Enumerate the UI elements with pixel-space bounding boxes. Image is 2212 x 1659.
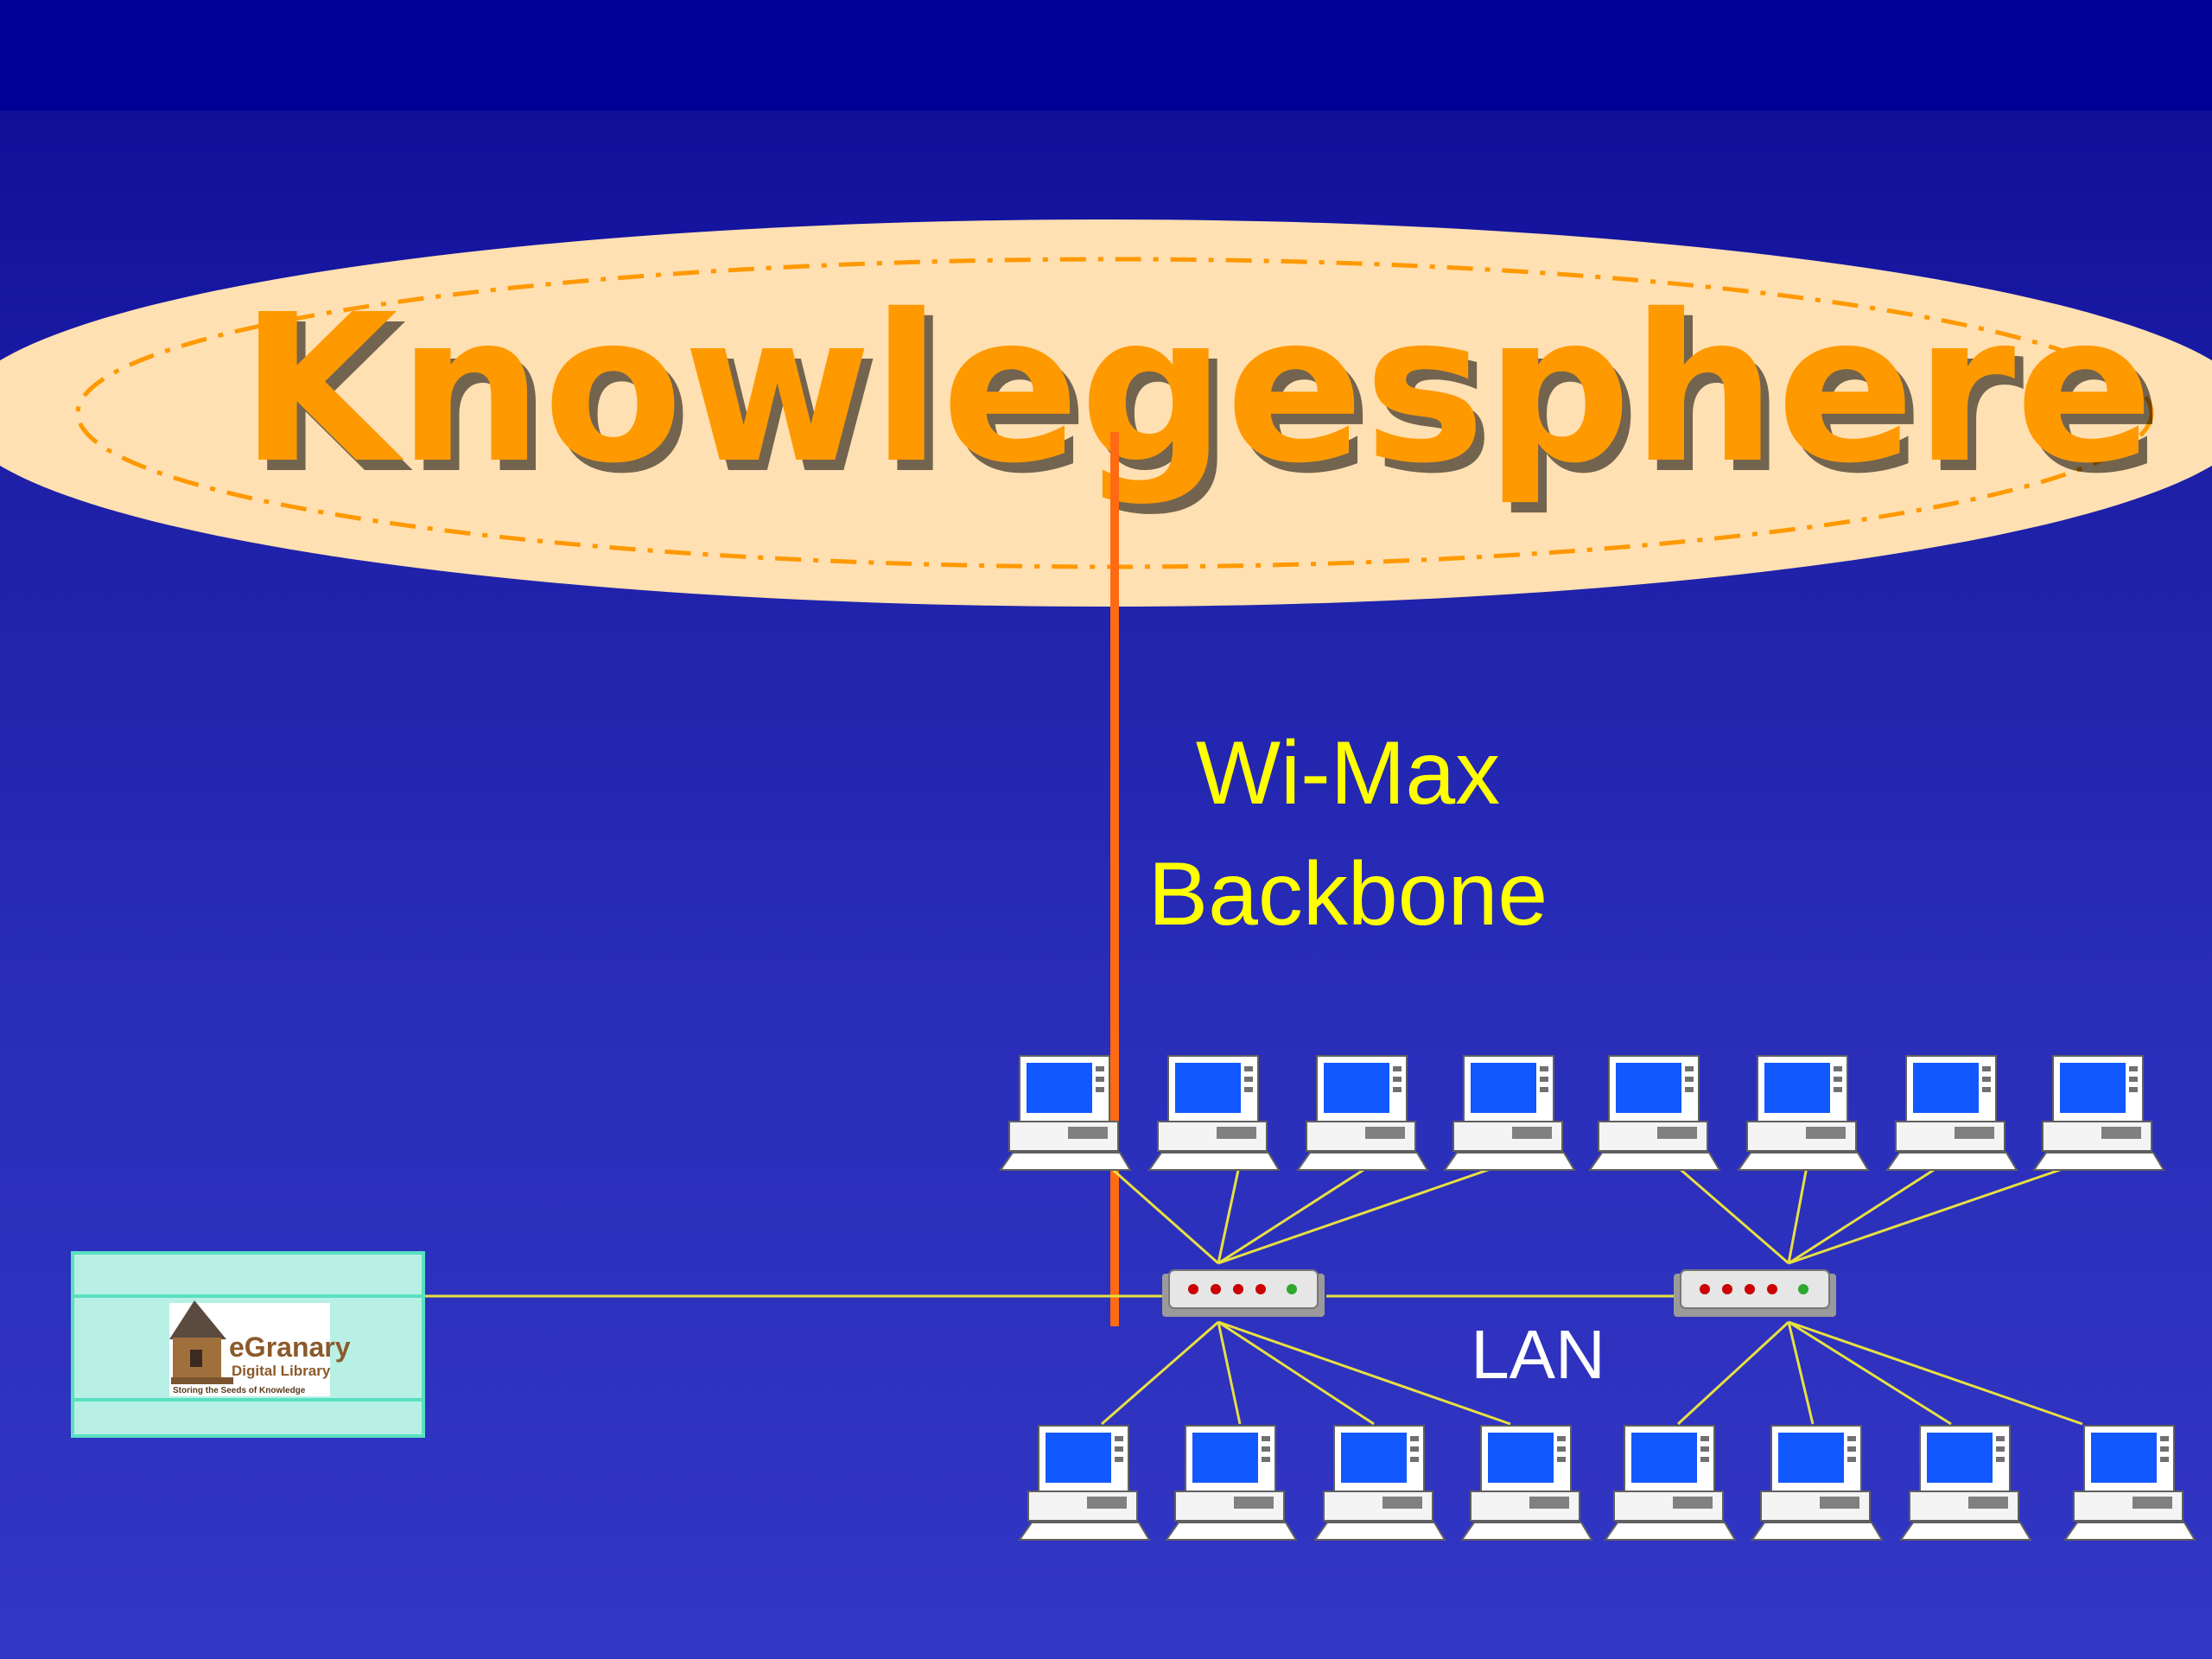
lan-label: LAN [1471,1316,1605,1393]
computer-icon [1314,1425,1446,1541]
computer-icon [1589,1055,1720,1171]
network-hub-icon [1161,1269,1325,1318]
logo-subtitle: Digital Library [232,1363,331,1379]
logo-tagline: Storing the Seeds of Knowledge [173,1386,306,1395]
computer-icon [2033,1055,2164,1171]
computer-icon [1148,1055,1280,1171]
hut-logo-icon [169,1300,330,1396]
computer-icon [1605,1425,1736,1541]
knowledgesphere-ellipse [0,219,2212,607]
network-hub-icon [1673,1269,1837,1318]
computer-icon [1019,1425,1150,1541]
computer-icon [1886,1055,2018,1171]
computer-icon [1444,1055,1575,1171]
computer-icon [1738,1055,1869,1171]
diagram-title: Knowlegesphere [240,270,2154,508]
top-computers [1000,1055,2164,1171]
computer-icon [1297,1055,1428,1171]
backbone-label: Backbone [1148,844,1548,944]
wimax-label: Wi-Max [1196,723,1500,823]
diagram-title-shadow: Knowlegesphere [249,281,2163,518]
egranary-server-box: eGranary Digital Library Storing the See… [71,1251,425,1438]
bottom-computers [1019,1425,2196,1541]
computer-icon [1751,1425,1883,1541]
computer-icon [1461,1425,1592,1541]
computer-icon [1900,1425,2031,1541]
computer-icon [1166,1425,1297,1541]
computer-icon [2064,1425,2196,1541]
logo-name: eGranary [229,1332,351,1363]
lan-cables [423,1160,2083,1426]
slide-title-bar [0,0,2212,111]
